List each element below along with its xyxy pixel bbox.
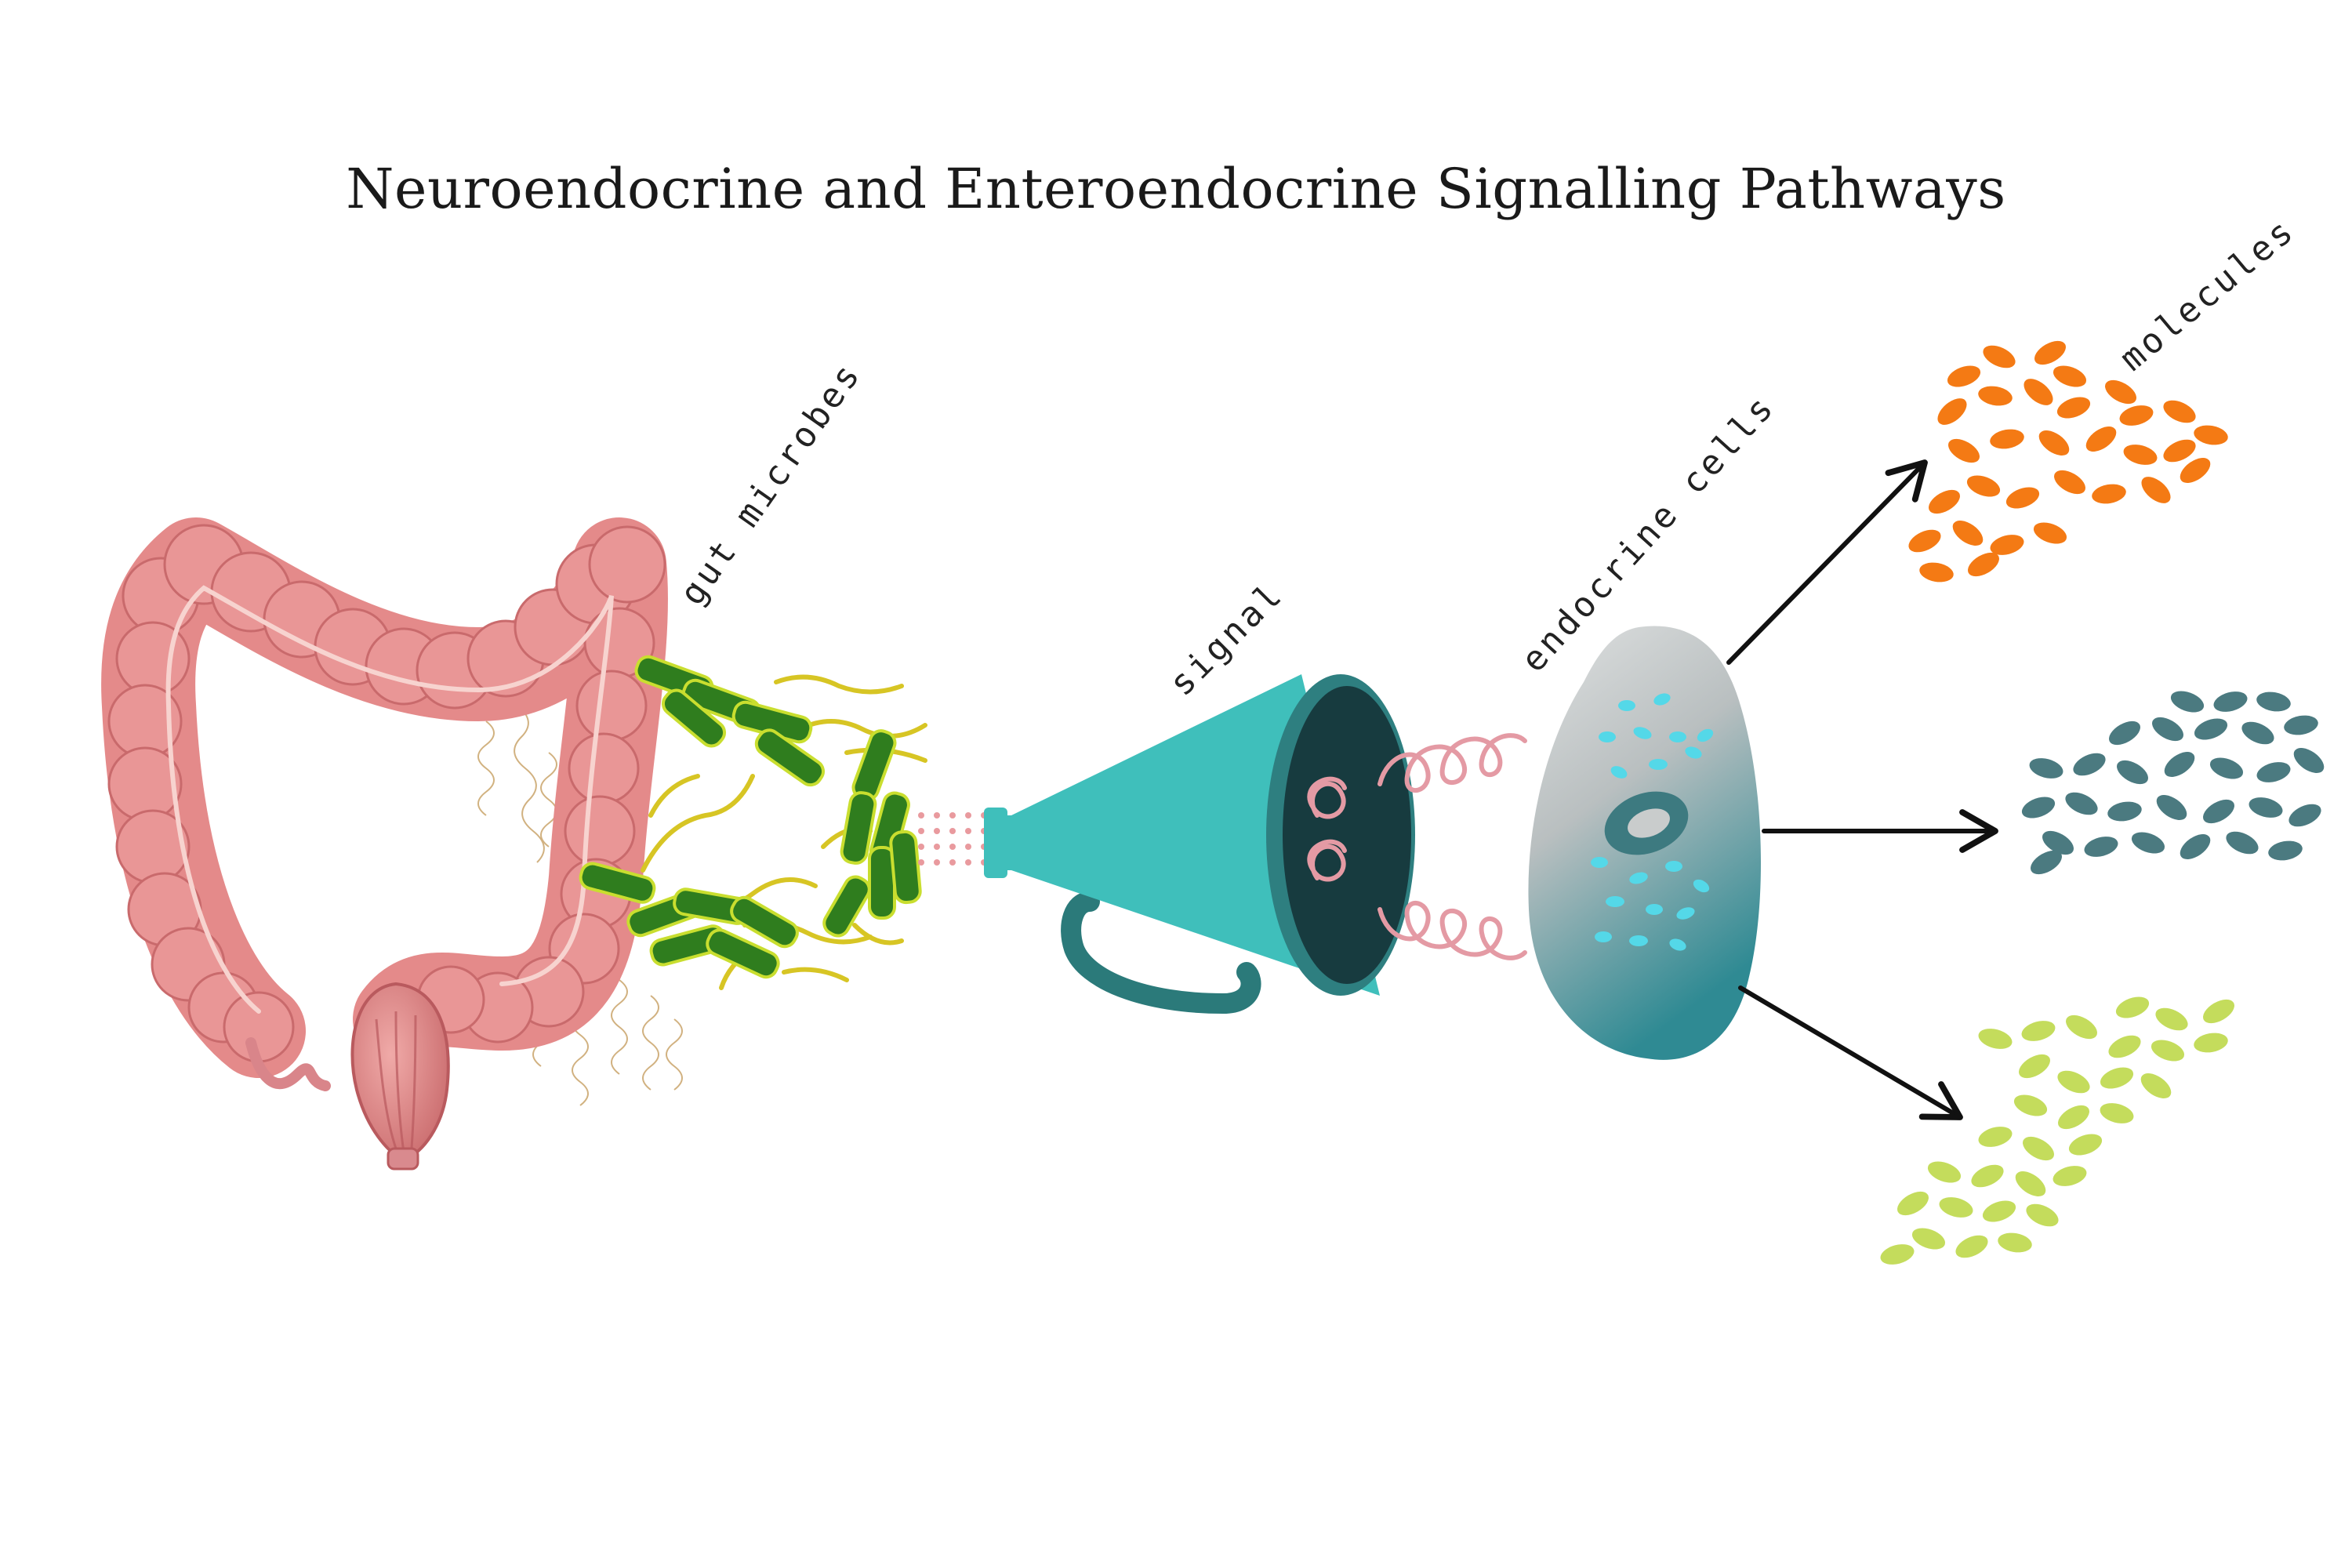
colon-icon	[101, 517, 683, 1171]
molecule-cluster-orange	[1908, 340, 2228, 583]
arrow-icon	[1726, 459, 1998, 1120]
page-title: Neuroendocrine and Enteroendocrine Signa…	[346, 157, 2006, 221]
mesentery-threads	[477, 705, 683, 1106]
molecule-cluster-lime	[1880, 996, 2234, 1265]
endocrine-cell-icon	[1528, 626, 1762, 1060]
molecule-cluster-slate	[2021, 691, 2325, 875]
label-molecules: molecules	[2112, 210, 2303, 379]
bacteria-icon	[579, 655, 987, 990]
label-gut-microbes: gut microbes	[672, 354, 869, 612]
signal-coils	[1377, 733, 1527, 960]
label-signal: signal	[1162, 574, 1291, 703]
megaphone-icon	[984, 674, 1415, 1014]
